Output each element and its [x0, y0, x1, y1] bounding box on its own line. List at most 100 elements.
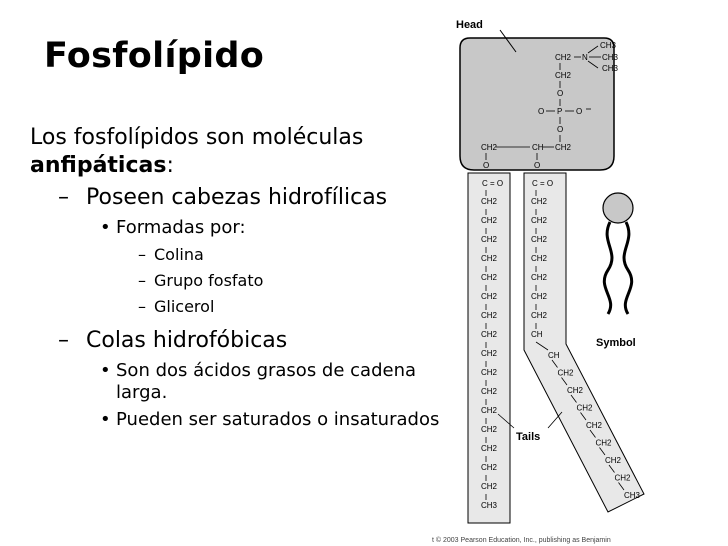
bullet-marker: •: [100, 360, 111, 381]
chain-methylene: CH2: [531, 235, 548, 244]
point-text: Poseen cabezas hidrofílicas: [86, 185, 388, 210]
dash-marker: –: [58, 328, 69, 353]
phosphate-o-bottom: O: [557, 125, 563, 134]
tail-right-chain: C = OCH2CH2CH2CH2CH2CH2CH2CHCHCH2CH2CH2C…: [531, 179, 641, 500]
item-text: Glicerol: [154, 297, 215, 316]
chain-methylene: CH2: [531, 311, 548, 320]
point-text: Colas hidrofóbicas: [86, 328, 288, 353]
chain-methylene: CH2: [481, 197, 498, 206]
slide-body: Los fosfolípidos son moléculas anfipátic…: [30, 124, 440, 431]
chain-methylene: CH2: [481, 425, 498, 434]
bond: [599, 447, 606, 456]
choline-methyl-top: CH3: [600, 41, 617, 50]
item-choline: – Colina: [30, 245, 440, 265]
chain-methylene: CH2: [596, 439, 613, 448]
ester-group: C = O: [482, 179, 503, 188]
choline-methyl-right: CH3: [602, 64, 619, 73]
phosphate-o-top: O: [557, 89, 563, 98]
point-hydrophilic-heads: – Poseen cabezas hidrofílicas: [30, 184, 440, 212]
chain-methylene: CH2: [481, 368, 498, 377]
chain-methylene: CH2: [481, 330, 498, 339]
tail-right-region: [523, 172, 645, 513]
dash-marker: –: [138, 271, 146, 290]
bullet-marker: •: [100, 409, 111, 430]
dash-marker: –: [138, 245, 146, 264]
item-text: Colina: [154, 245, 204, 264]
head-region: [459, 37, 615, 171]
phosphate-o-left: O: [538, 107, 544, 116]
choline-ch2-a: CH2: [555, 53, 572, 62]
chain-terminal-methyl: CH3: [481, 501, 498, 510]
chain-methylene: CH2: [481, 406, 498, 415]
symbol-label: Symbol: [596, 337, 636, 349]
glycerol-o-right: O: [534, 161, 540, 170]
slide-title: Fosfolípido: [44, 36, 265, 76]
intro-paragraph: Los fosfolípidos son moléculas anfipátic…: [30, 124, 440, 180]
bond: [535, 341, 549, 351]
bond: [580, 412, 587, 421]
chain-methylene: CH2: [558, 369, 575, 378]
bond: [561, 377, 568, 386]
bond: [608, 464, 615, 473]
glycerol-ch2-left: CH2: [481, 143, 498, 152]
chain-methylene: CH2: [481, 444, 498, 453]
intro-colon: :: [166, 153, 174, 178]
tails-pointer: [547, 411, 563, 429]
phospholipid-figure: Head CH3 CH3 CH3 N CH2 CH2 O P O O O CH2…: [432, 19, 645, 544]
chain-double-bond-carbon: CH: [531, 330, 543, 339]
bond: [587, 60, 599, 69]
chain-methylene: CH2: [567, 386, 584, 395]
chain-terminal-methyl: CH3: [624, 491, 641, 500]
chain-methylene: CH2: [531, 254, 548, 263]
copyright-credit: t © 2003 Pearson Education, Inc., publis…: [432, 536, 611, 544]
sub-point-text: Formadas por:: [116, 217, 246, 238]
sub-point-saturation: • Pueden ser saturados o insaturados: [30, 409, 440, 431]
item-glycerol: – Glicerol: [30, 297, 440, 317]
intro-bold-term: anfipáticas: [30, 153, 167, 178]
phosphate-p: P: [557, 107, 562, 116]
symbol-tail-left: [602, 221, 614, 315]
symbol-head: [602, 192, 634, 224]
chain-methylene: CH2: [531, 197, 548, 206]
choline-nitrogen: N: [582, 53, 588, 62]
chain-methylene: CH2: [531, 273, 548, 282]
sub-point-formed-by: • Formadas por:: [30, 217, 440, 239]
chain-methylene: CH2: [531, 216, 548, 225]
bond: [589, 429, 596, 438]
tail-left-chain: C = OCH2CH2CH2CH2CH2CH2CH2CH2CH2CH2CH2CH…: [481, 179, 503, 510]
bond: [587, 45, 599, 54]
chain-methylene: CH2: [586, 421, 603, 430]
point-hydrophobic-tails: – Colas hidrofóbicas: [30, 327, 440, 355]
chain-methylene: CH2: [481, 292, 498, 301]
chain-methylene: CH2: [605, 456, 622, 465]
intro-text: Los fosfolípidos son moléculas: [30, 125, 364, 150]
glycerol-ch: CH: [532, 143, 544, 152]
bond: [551, 359, 558, 368]
chain-methylene: CH2: [481, 235, 498, 244]
chain-double-bond-carbon: CH: [548, 351, 560, 360]
chain-methylene: CH2: [531, 292, 548, 301]
chain-methylene: CH2: [481, 387, 498, 396]
bond: [618, 482, 625, 491]
chain-methylene: CH2: [481, 482, 498, 491]
sub-point-text: Son dos ácidos grasos de cadena larga.: [116, 360, 417, 403]
glycerol-ch2-right: CH2: [555, 143, 572, 152]
dash-marker: –: [138, 297, 146, 316]
chain-methylene: CH2: [481, 349, 498, 358]
phosphate-o-right: O: [576, 107, 582, 116]
chain-methylene: CH2: [481, 216, 498, 225]
chain-methylene: CH2: [481, 311, 498, 320]
tail-left-region: [467, 172, 511, 524]
chain-methylene: CH2: [615, 474, 632, 483]
item-phosphate-group: – Grupo fosfato: [30, 271, 440, 291]
bond: [570, 394, 577, 403]
chain-methylene: CH2: [481, 273, 498, 282]
glycerol-o-left: O: [483, 161, 489, 170]
chain-methylene: CH2: [481, 254, 498, 263]
ester-group: C = O: [532, 179, 553, 188]
sub-point-text: Pueden ser saturados o insaturados: [116, 409, 440, 430]
chain-methylene: CH2: [577, 404, 594, 413]
chain-methylene: CH2: [481, 463, 498, 472]
tails-label: Tails: [516, 431, 540, 443]
